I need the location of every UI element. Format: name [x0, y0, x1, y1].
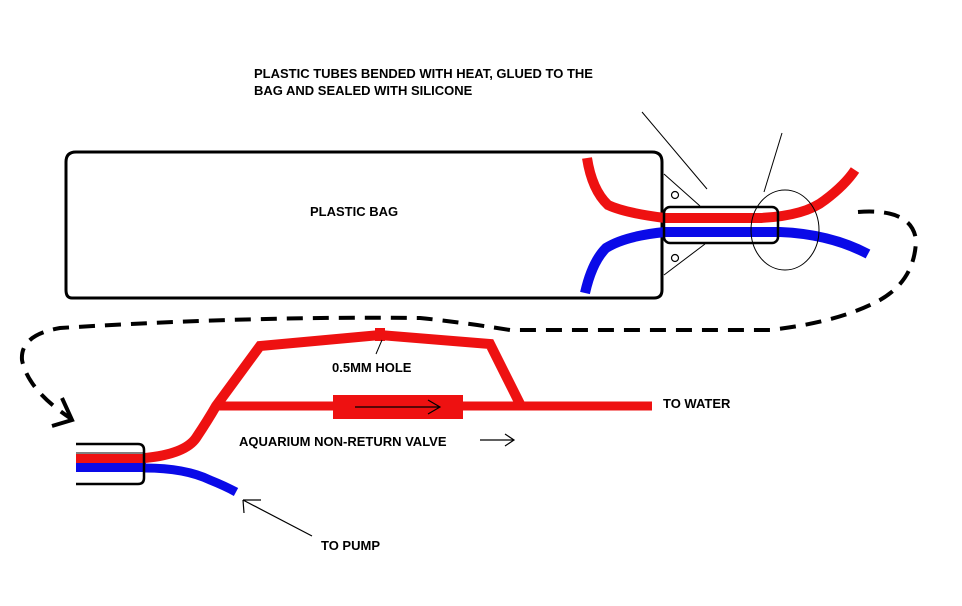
dashed-arrowhead	[51, 397, 75, 428]
seal-dot-upper	[670, 190, 680, 200]
seal-dot-lower	[670, 253, 680, 263]
valve-label-arrow	[480, 433, 516, 447]
valve-flow-arrow	[355, 399, 442, 415]
to-pump-label: TO PUMP	[321, 538, 380, 553]
tube-blue-in-clamp	[76, 463, 146, 472]
valve-label: AQUARIUM NON-RETURN VALVE	[239, 434, 447, 449]
note-line-2: BAG AND SEALED WITH SILICONE	[254, 83, 473, 98]
bag-label: PLASTIC BAG	[310, 204, 398, 219]
hole-marker	[375, 328, 385, 341]
to-water-label: TO WATER	[663, 396, 731, 411]
hole-pointer	[375, 339, 383, 355]
note-pointer-line-1	[641, 111, 708, 190]
hole-label: 0.5MM HOLE	[332, 360, 412, 375]
tube-clamp-top	[662, 205, 780, 245]
intake-tube-bag	[582, 157, 860, 223]
detail-circle	[750, 189, 820, 271]
plastic-bag-outline	[64, 150, 664, 300]
pump-tube-lower	[144, 463, 239, 496]
note-line-1: PLASTIC TUBES BENDED WITH HEAT, GLUED TO…	[254, 66, 593, 81]
tube-clamp-bottom	[76, 442, 146, 486]
seal-line-upper	[663, 173, 701, 207]
to-pump-arrow	[242, 499, 313, 537]
seal-line-lower	[663, 243, 706, 276]
connection-dashed-line	[19, 209, 919, 420]
tube-red-in-clamp	[76, 454, 146, 463]
pump-tube-bag	[580, 227, 871, 295]
note-pointer-line-2	[763, 132, 783, 193]
